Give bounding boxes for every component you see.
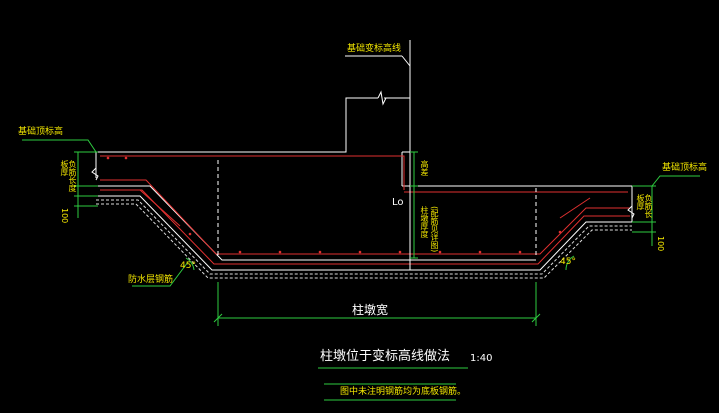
center-height-diff-label: 高差 (420, 160, 429, 176)
drawing-scale: 1:40 (470, 353, 493, 364)
foundation-change-line-label: 基础变标高线 (347, 44, 402, 54)
left-bar-length-label: 负筋长度 (68, 160, 77, 192)
lo-label: Lo (392, 197, 404, 208)
waterproof-label: 防水层钢筋 (128, 275, 174, 285)
right-slab-thickness-label: 板厚 (636, 194, 645, 210)
right-bar-length-label: 负筋长 (644, 194, 653, 218)
left-slab-thickness-label: 板厚 (60, 160, 69, 176)
center-pier-thickness-label: 柱墩厚度 (420, 206, 429, 238)
dim-100-left: 100 (60, 208, 69, 224)
rebar-lines (100, 155, 630, 265)
structure-outline (95, 97, 633, 271)
break-line (377, 90, 387, 106)
rebar-dots (106, 156, 562, 254)
pier-dashed-lines (217, 160, 537, 258)
dimension-lines (22, 139, 700, 401)
top-elevation-left-label: 基础顶标高 (18, 127, 64, 137)
blinding-layer (96, 199, 632, 279)
dim-100-right: 100 (656, 236, 665, 252)
drawing-title: 柱墩位于变标高线做法 (320, 349, 451, 364)
leader-change-2 (401, 55, 411, 67)
top-elevation-right-label: 基础顶标高 (662, 163, 708, 173)
center-reinforcement-note: (配筋见详图) (430, 206, 439, 253)
drawing-note: 图中未注明钢筋均为底板钢筋。 (340, 387, 467, 397)
pier-width-label: 柱墩宽 (352, 303, 389, 317)
angle-right-label: 45° (560, 257, 576, 267)
angle-left-label: 45° (180, 261, 196, 271)
break-line-right (627, 205, 635, 219)
break-line-left (91, 167, 99, 181)
